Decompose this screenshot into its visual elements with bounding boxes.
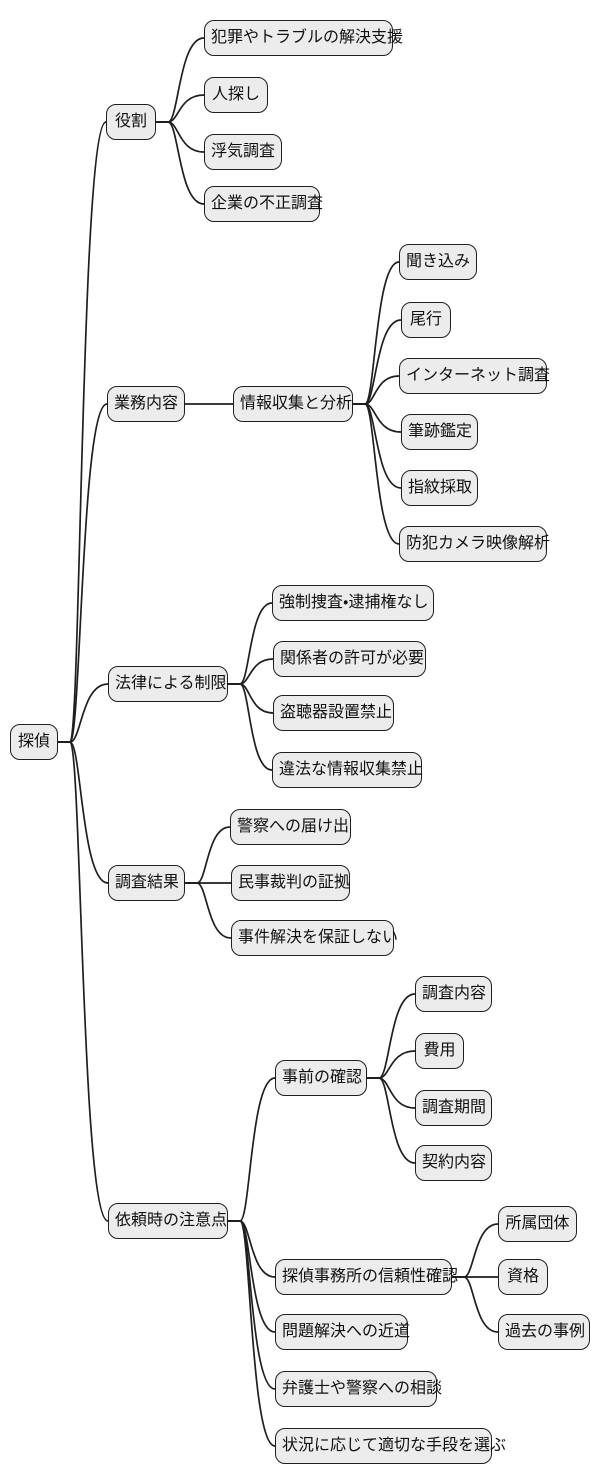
leaf-tailing: 尾行 (401, 302, 451, 338)
edge-joho-to-j4 (352, 403, 402, 433)
edge-horitsu-to-h1 (227, 602, 273, 685)
edge-i2-to-i2c (451, 1276, 499, 1333)
edge-i1-to-i1d (366, 1077, 416, 1164)
edge-i2-to-i2a (451, 1223, 499, 1278)
branch-business-content: 業務内容 (107, 386, 185, 422)
edge-root-to-yakuwari (57, 121, 107, 743)
subbranch-advance-confirmation: 事前の確認 (275, 1060, 367, 1096)
leaf-person-search: 人探し (204, 77, 268, 113)
edge-root-to-horitsu (57, 683, 109, 743)
edge-joho-to-j1 (352, 261, 400, 405)
edge-yakuwari-to-r2 (155, 94, 205, 123)
leaf-investigation-content: 調査内容 (415, 976, 492, 1012)
leaf-past-cases: 過去の事例 (498, 1314, 590, 1350)
branch-legal-restrictions: 法律による制限 (108, 666, 228, 702)
edge-irai-to-i1 (227, 1077, 276, 1222)
leaf-corporate-fraud-investigation: 企業の不正調査 (204, 186, 323, 222)
edge-chosa-to-c1 (184, 826, 231, 884)
edge-horitsu-to-h3 (227, 683, 274, 714)
edge-horitsu-to-h4 (227, 683, 273, 771)
subbranch-agency-reliability-check: 探偵事務所の信頼性確認 (275, 1259, 458, 1295)
leaf-consult-lawyer-or-police: 弁護士や警察への相談 (275, 1371, 442, 1407)
leaf-permission-required: 関係者の許可が必要 (273, 641, 426, 677)
leaf-affiliated-organizations: 所属団体 (498, 1206, 577, 1242)
leaf-no-guarantee-of-resolution: 事件解決を保証しない (231, 920, 398, 956)
leaf-security-camera-analysis: 防犯カメラ映像解析 (399, 526, 550, 562)
leaf-fingerprint-collection: 指紋採取 (401, 470, 478, 506)
subbranch-info-collection-analysis: 情報収集と分析 (233, 386, 353, 422)
edge-irai-to-i5 (227, 1220, 276, 1447)
leaf-civil-court-evidence: 民事裁判の証拠 (231, 865, 350, 901)
leaf-crime-trouble-support: 犯罪やトラブルの解決支援 (204, 20, 403, 56)
edge-joho-to-j3 (352, 375, 400, 405)
leaf-contract-content: 契約内容 (415, 1145, 492, 1181)
leaf-qualifications: 資格 (498, 1259, 548, 1295)
edge-i1-to-i1b (366, 1050, 416, 1079)
edge-i1-to-i1c (366, 1077, 416, 1109)
branch-hiring-cautions: 依頼時の注意点 (108, 1203, 228, 1239)
leaf-no-wiretapping: 盗聴器設置禁止 (273, 695, 394, 731)
leaf-police-report: 警察への届け出 (230, 809, 351, 845)
leaf-infidelity-investigation: 浮気調査 (204, 134, 282, 170)
edge-joho-to-j6 (352, 403, 400, 545)
root-node-detective: 探偵 (10, 724, 58, 760)
leaf-choose-appropriate-means: 状況に応じて適切な手段を選ぶ (275, 1428, 506, 1464)
leaf-no-illegal-collection: 違法な情報収集禁止 (272, 752, 423, 788)
edge-root-to-irai (57, 741, 109, 1222)
branch-role: 役割 (106, 104, 156, 140)
edge-root-to-chosa (57, 741, 109, 884)
leaf-shortcut-to-resolution: 問題解決への近道 (275, 1314, 410, 1350)
edge-yakuwari-to-r3 (155, 121, 205, 153)
leaf-internet-research: インターネット調査 (399, 358, 550, 394)
edge-yakuwari-to-r4 (155, 121, 205, 205)
leaf-interviews: 聞き込み (399, 244, 477, 280)
leaf-handwriting-analysis: 筆跡鑑定 (401, 414, 478, 450)
edge-horitsu-to-h2 (227, 658, 274, 685)
leaf-investigation-period: 調査期間 (415, 1090, 492, 1126)
leaf-cost: 費用 (415, 1033, 464, 1069)
edge-root-to-gyomu (57, 403, 108, 743)
branch-investigation-results: 調査結果 (108, 865, 185, 901)
edge-chosa-to-c3 (184, 882, 232, 939)
leaf-no-arrest-powers: 強制捜査・逮捕権なし (272, 585, 434, 621)
